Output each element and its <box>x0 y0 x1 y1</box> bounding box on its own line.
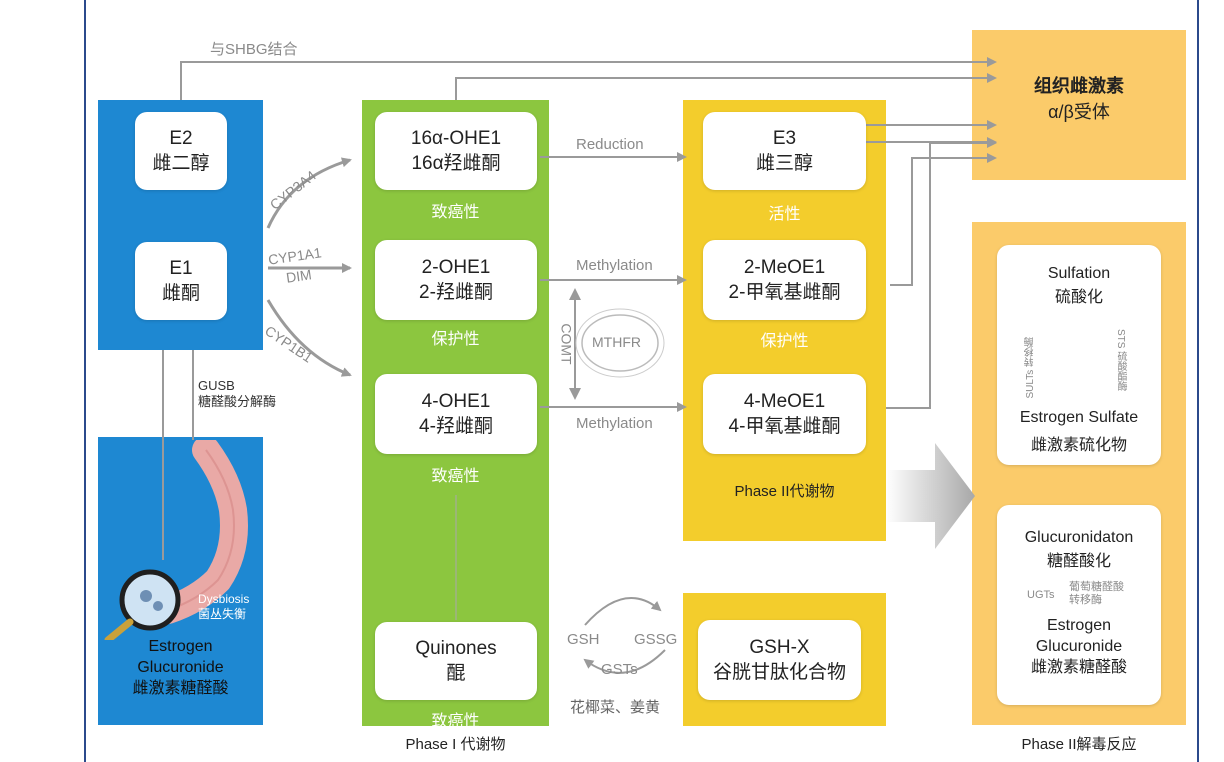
glucuronidation-label: Glucuronidaton <box>1024 529 1134 546</box>
receptor-line1: 组织雌激素 <box>1034 76 1124 96</box>
glucuronidation-cn-label: 糖醛酸化 <box>1046 553 1111 570</box>
methylation1-label: Methylation <box>576 257 653 274</box>
e2-box: E2 雌二醇 <box>135 112 227 190</box>
sulfation-box: Sulfation 硫酸化 SULTs 转移酶 STS 硫酸酯酶 Estroge… <box>997 245 1161 465</box>
receptor-line2: α/β受体 <box>1048 102 1110 122</box>
e1-box: E1 雌酮 <box>135 242 227 320</box>
e1-cn-label: 雌酮 <box>161 283 200 304</box>
e3-cn-label: 雌三醇 <box>755 153 813 174</box>
shbg-label: 与SHBG结合 <box>210 41 298 58</box>
ohe4-cn-label: 4-羟雌酮 <box>419 416 493 437</box>
ohe16-cn-label: 16α羟雌酮 <box>411 153 501 174</box>
e2-label: E2 <box>169 128 193 149</box>
gshx-cn-label: 谷胱甘肽化合物 <box>712 662 846 683</box>
phase1-caption: Phase I 代谢物 <box>405 736 506 753</box>
gshx-label: GSH-X <box>749 637 810 658</box>
gssg-label: GSSG <box>634 631 678 648</box>
frame-right-border <box>1197 0 1199 762</box>
sulfation-label: Sulfation <box>1047 265 1111 282</box>
quinones-cn-label: 醌 <box>446 663 466 684</box>
estrogen-glucuronide-blue: Estrogen Glucuronide 雌激素糖醛酸 <box>132 638 229 697</box>
receptor-panel <box>972 30 1186 180</box>
big-arrow <box>886 443 975 549</box>
quinones-box: Quinones 醌 <box>375 622 537 700</box>
ohe16-receptor-arrow <box>455 73 997 100</box>
receptor-title: 组织雌激素 α/β受体 <box>972 72 1186 124</box>
frame-left-border <box>84 0 86 762</box>
ohe2-cn-label: 2-羟雌酮 <box>419 282 493 303</box>
meoe2-receptor-arrow <box>890 153 997 286</box>
phase2-caption: Phase II代谢物 <box>734 483 835 500</box>
meoe4-receptor-arrow <box>886 138 997 409</box>
e3-box: E3 雌三醇 <box>703 112 866 190</box>
gusb-label: GUSB 糖醛酸分解酶 <box>198 378 277 409</box>
ugts-cn-label: 葡萄糖醛酸 转移酶 <box>1069 581 1124 606</box>
e3-note: 活性 <box>768 206 801 223</box>
reduction-label: Reduction <box>576 136 644 153</box>
quinones-note: 致癌性 <box>431 713 480 730</box>
meoe4-cn-label: 4-甲氧基雌酮 <box>728 416 841 437</box>
ohe2-box: 2-OHE1 2-羟雌酮 <box>375 240 537 320</box>
estrogen-glucuronide-detox: Estrogen Glucuronide 雌激素糖醛酸 <box>1030 617 1127 676</box>
ohe16-box: 16α-OHE1 16α羟雌酮 <box>375 112 537 190</box>
cyp3a4-arrow <box>266 157 352 229</box>
meoe2-cn-label: 2-甲氧基雌酮 <box>728 282 841 303</box>
meoe4-box: 4-MeOE1 4-甲氧基雌酮 <box>703 374 866 454</box>
shbg-arrow <box>180 57 997 100</box>
quinones-label: Quinones <box>415 638 497 659</box>
e2-cn-label: 雌二醇 <box>152 153 210 174</box>
sults-label: SULTs 转移酶 <box>1025 337 1036 399</box>
gsh-cycle-bottom <box>583 649 666 674</box>
dysbiosis-label: Dysbiosis 菌丛失衡 <box>198 592 250 621</box>
sts-label: STS 硫酸酯酶 <box>1115 329 1126 392</box>
ohe2-note: 保护性 <box>431 331 480 348</box>
e1-label: E1 <box>169 258 193 279</box>
ugts-label: UGTs <box>1027 589 1055 601</box>
gshx-box: GSH-X 谷胱甘肽化合物 <box>698 620 861 700</box>
e3-label: E3 <box>772 128 797 149</box>
ohe4-label: 4-OHE1 <box>421 391 491 412</box>
meoe2-box: 2-MeOE1 2-甲氧基雌酮 <box>703 240 866 320</box>
mthfr-ellipse <box>581 314 659 372</box>
sulfation-cn-label: 硫酸化 <box>1054 289 1103 306</box>
ohe2-label: 2-OHE1 <box>421 257 491 278</box>
ohe16-label: 16α-OHE1 <box>410 128 502 149</box>
gsh-cycle-top <box>584 597 662 626</box>
detox-caption: Phase II解毒反应 <box>1021 736 1137 753</box>
mthfr-label: MTHFR <box>592 334 641 350</box>
cyp1b1-arrow <box>266 299 352 377</box>
ohe4-box: 4-OHE1 4-羟雌酮 <box>375 374 537 454</box>
gsts-label: GSTs <box>601 661 638 678</box>
estrogen-sulfate-label: Estrogen Sulfate <box>1019 409 1139 426</box>
glucuronidation-box: Glucuronidaton 糖醛酸化 UGTs 葡萄糖醛酸 转移酶 Estro… <box>997 505 1161 705</box>
meoe2-note: 保护性 <box>760 333 809 350</box>
comt-label: COMT <box>558 323 575 365</box>
intestine-illustration <box>104 440 248 640</box>
gsh-label: GSH <box>567 631 600 648</box>
ohe16-note: 致癌性 <box>431 204 480 221</box>
ohe4-note: 致癌性 <box>431 468 480 485</box>
meoe4-label: 4-MeOE1 <box>743 391 826 412</box>
foods-label: 花椰菜、姜黄 <box>570 699 661 716</box>
methylation2-label: Methylation <box>576 415 653 432</box>
meoe2-label: 2-MeOE1 <box>743 257 826 278</box>
estrogen-sulfate-cn-label: 雌激素硫化物 <box>1030 437 1127 454</box>
